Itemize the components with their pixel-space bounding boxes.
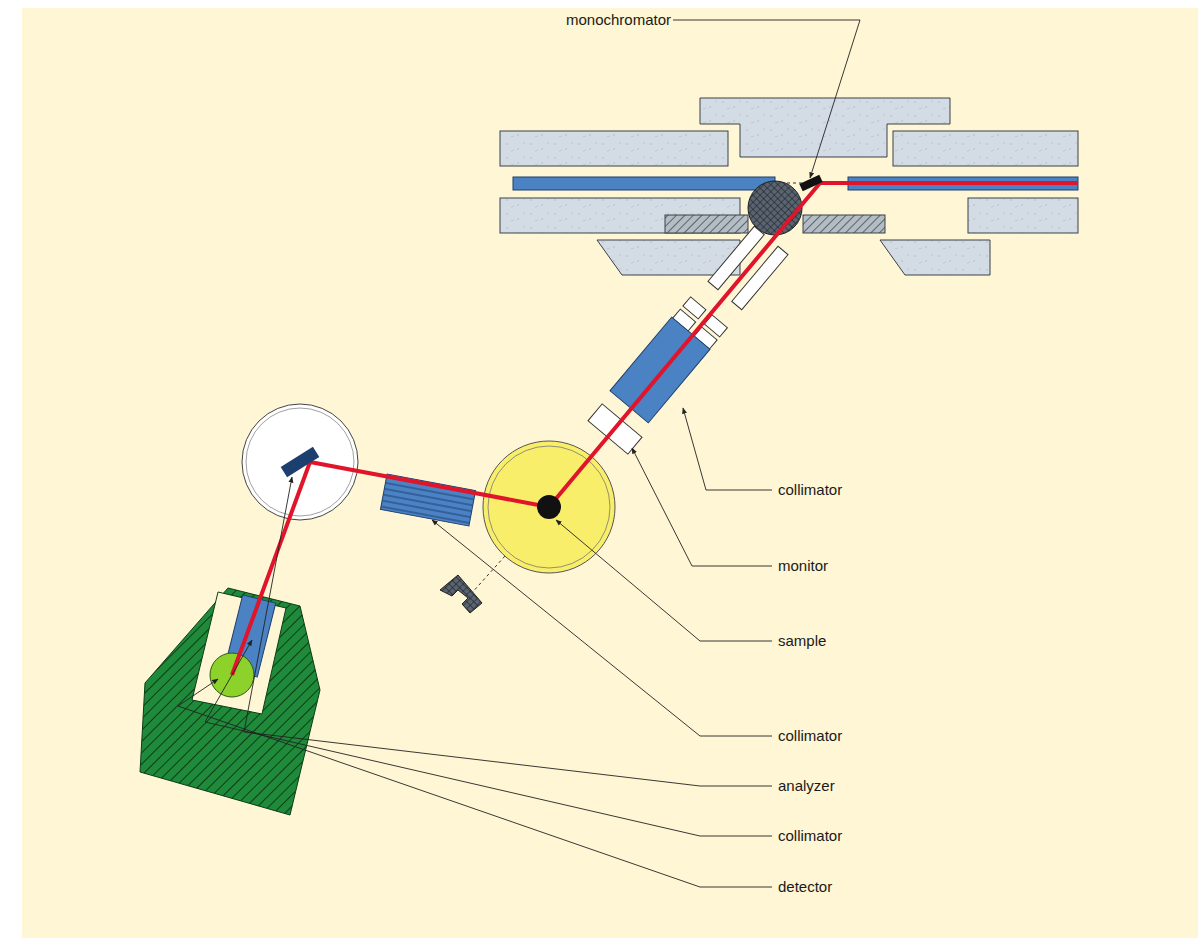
beam-tube <box>513 177 775 190</box>
part-label: collimator <box>776 481 844 499</box>
neutron-beam <box>232 183 1078 675</box>
leader-line <box>683 408 772 490</box>
monochromator-drum <box>748 181 802 235</box>
leader-line <box>205 640 772 836</box>
shutter <box>665 215 748 233</box>
shutter <box>803 215 885 233</box>
beam-stop <box>440 575 482 613</box>
monochromator-crystal <box>799 175 822 192</box>
analyzer-crystal <box>281 447 320 477</box>
leader-line <box>556 520 772 641</box>
shielding <box>500 98 1078 275</box>
shield-block <box>500 131 728 166</box>
collimator-body <box>380 474 475 526</box>
part-label: collimator <box>776 727 844 745</box>
panel-ground <box>22 8 1198 938</box>
part-label: monitor <box>776 557 830 575</box>
detector-shielding <box>140 588 320 815</box>
shield-block <box>968 198 1078 233</box>
analyzer-drum <box>242 404 358 520</box>
shield-block <box>893 131 1078 166</box>
leader-line <box>632 448 772 566</box>
part-label: sample <box>776 632 828 650</box>
leader-lines <box>178 20 860 887</box>
leader-line <box>432 520 772 736</box>
sample-point <box>537 495 561 519</box>
leader-line <box>178 679 772 887</box>
leader-line <box>244 477 772 786</box>
part-label: collimator <box>776 827 844 845</box>
part-label-top: monochromator <box>564 11 673 29</box>
shield-block <box>880 240 990 275</box>
part-label: analyzer <box>776 777 837 795</box>
collimator-2 <box>380 474 475 526</box>
analyzer-drum-ring <box>246 408 354 516</box>
leader-line <box>662 20 860 178</box>
part-label: detector <box>776 878 834 896</box>
